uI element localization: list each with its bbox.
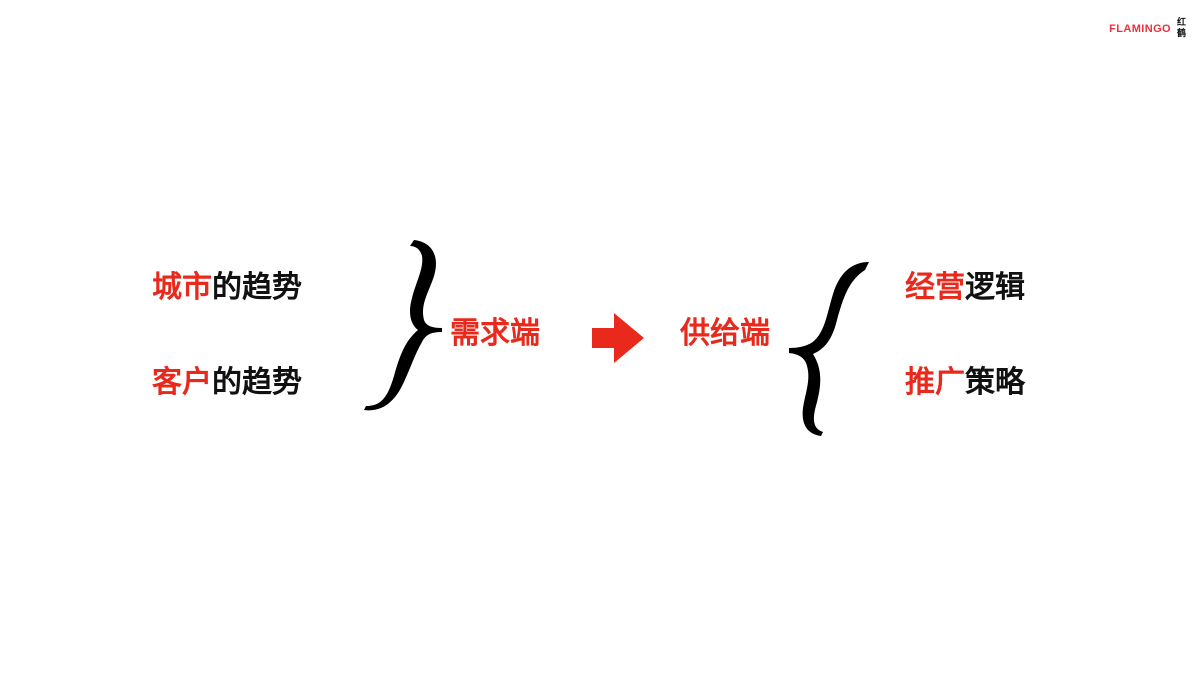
brand-logo: FLAMINGO 红 鹤	[1109, 18, 1186, 40]
customer-trend-rest: 的趋势	[212, 365, 302, 400]
customer-trend-highlight: 客户	[152, 365, 212, 400]
business-logic-highlight: 经营	[905, 270, 965, 305]
brand-cn-bottom: 鹤	[1176, 29, 1186, 39]
promotion-strategy-highlight: 推广	[905, 365, 965, 400]
business-logic-rest: 逻辑	[965, 270, 1025, 305]
city-trend-label: 城市的趋势	[152, 270, 302, 306]
supply-side-label: 供给端	[680, 316, 770, 351]
brand-name: FLAMINGO	[1109, 23, 1171, 35]
right-arrow-icon	[592, 313, 644, 363]
city-trend-highlight: 城市	[152, 270, 212, 305]
city-trend-rest: 的趋势	[212, 270, 302, 305]
brand-cn-top: 红	[1176, 18, 1186, 28]
brand-cn: 红 鹤	[1177, 18, 1186, 40]
promotion-strategy-label: 推广策略	[905, 365, 1025, 401]
business-logic-label: 经营逻辑	[905, 270, 1025, 306]
right-brace-icon	[364, 240, 442, 411]
left-brace-icon	[789, 262, 869, 436]
customer-trend-label: 客户的趋势	[152, 365, 302, 401]
promotion-strategy-rest: 策略	[965, 365, 1025, 400]
demand-side-label: 需求端	[450, 316, 540, 351]
